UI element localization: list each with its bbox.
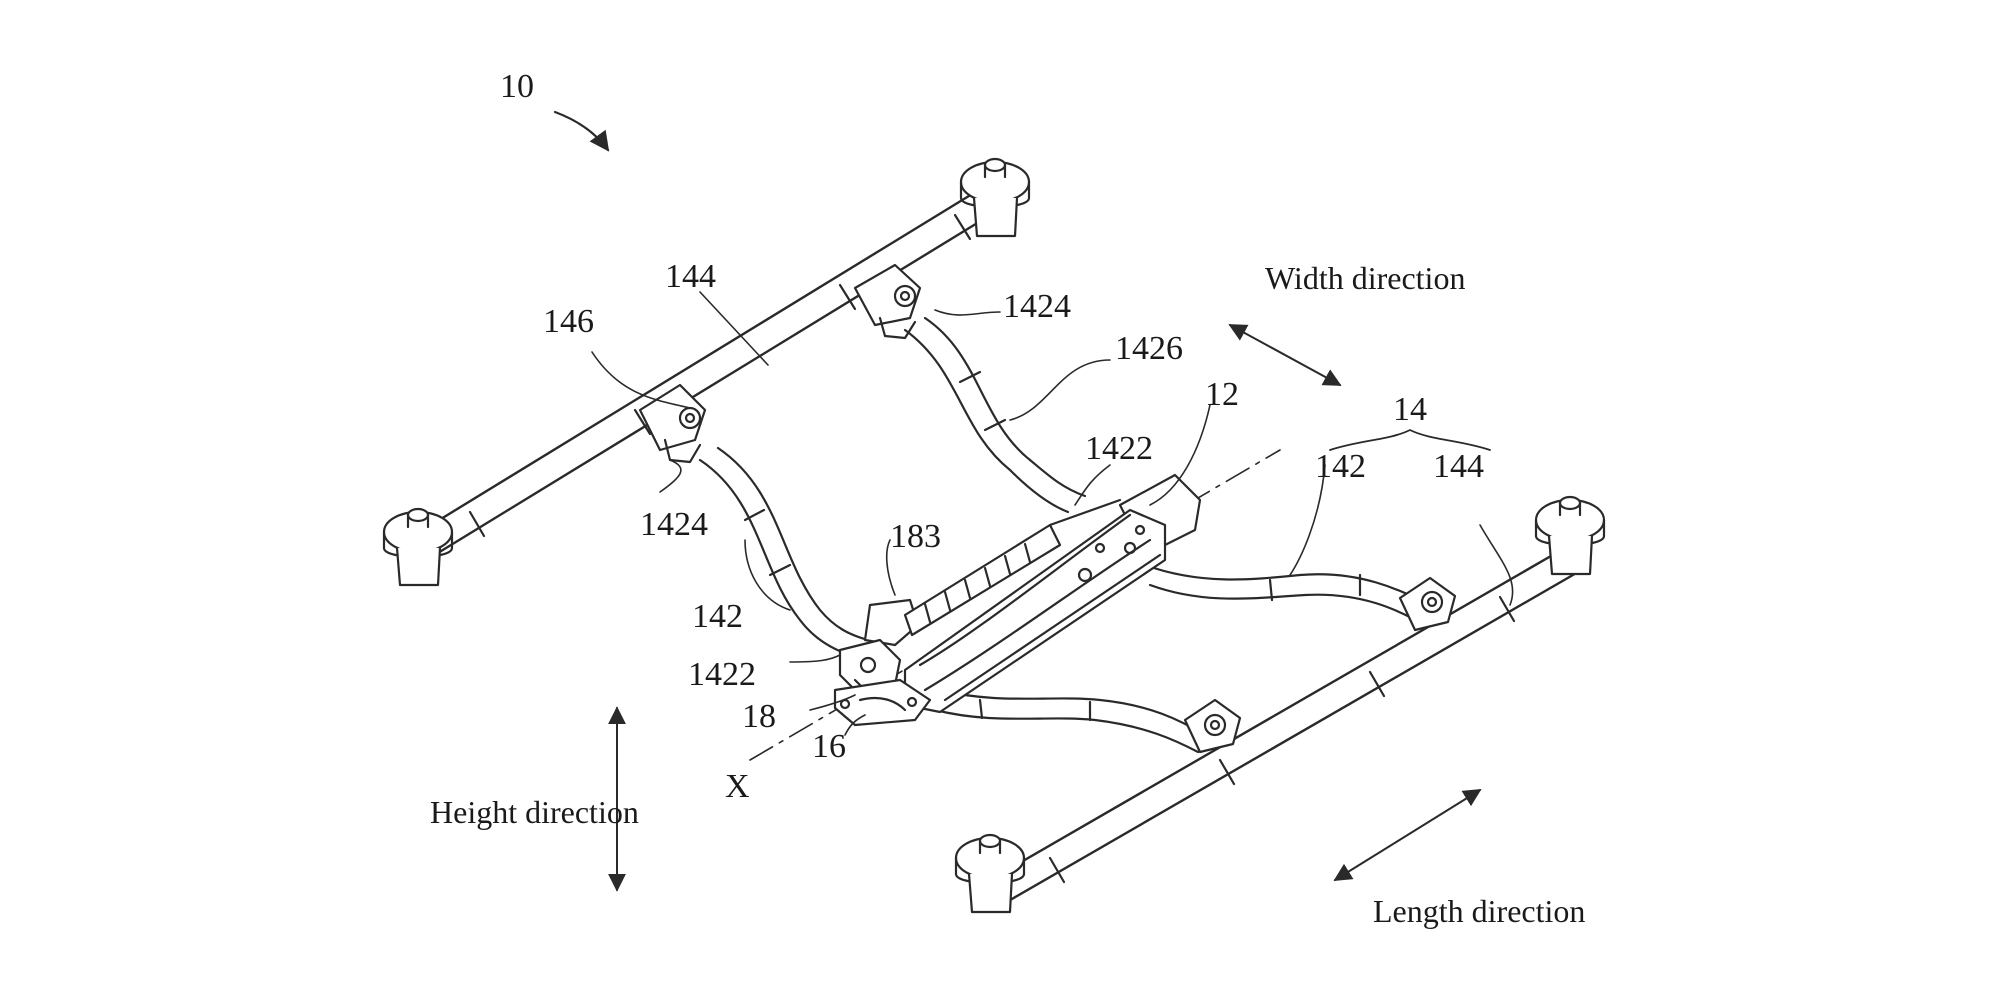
width-direction-arrow	[1228, 324, 1342, 386]
label-1424-lower: 1424	[640, 506, 708, 543]
foot-front-left	[954, 833, 1026, 914]
bracket-14	[1329, 429, 1491, 451]
foot-rear-right	[959, 157, 1031, 238]
label-1422-upper: 1422	[1085, 430, 1153, 467]
joint-146-rear-right	[853, 263, 922, 340]
leg-142-right-rear	[903, 316, 1087, 514]
label-144-rear: 144	[665, 258, 716, 295]
joint-146-front-right	[1398, 576, 1457, 632]
label-12: 12	[1205, 376, 1239, 413]
label-144-front: 144	[1433, 448, 1484, 485]
joint-146-rear-left	[638, 383, 707, 464]
label-14: 14	[1393, 391, 1427, 428]
label-146: 146	[543, 303, 594, 340]
joint-146-front-left	[1183, 698, 1242, 754]
label-18: 18	[742, 698, 776, 735]
component-183	[863, 498, 1122, 647]
label-x-axis: X	[725, 768, 750, 805]
plate-16	[833, 678, 932, 727]
leg-142-left-front	[933, 688, 1207, 754]
label-height-direction: Height direction	[430, 794, 639, 830]
foot-rear-left	[382, 507, 454, 587]
label-1422-lower: 1422	[688, 656, 756, 693]
leader-lines	[591, 291, 1514, 736]
reference-arrow-10	[553, 110, 610, 152]
label-16: 16	[812, 728, 846, 765]
label-142-left: 142	[692, 598, 743, 635]
crossbar-rear	[416, 178, 1012, 558]
label-width-direction: Width direction	[1265, 260, 1466, 296]
label-142-right: 142	[1315, 448, 1366, 485]
label-1424-upper: 1424	[1003, 288, 1071, 325]
label-183: 183	[890, 518, 941, 555]
label-length-direction: Length direction	[1373, 893, 1586, 929]
length-direction-arrow	[1333, 789, 1482, 881]
leg-142-right-front	[1143, 563, 1432, 627]
label-10: 10	[500, 68, 534, 105]
central-body-12	[903, 473, 1202, 714]
crossbar-front	[988, 543, 1587, 905]
leg-142-left-rear	[698, 446, 870, 657]
label-1426: 1426	[1115, 330, 1183, 367]
foot-front-right	[1534, 495, 1606, 576]
